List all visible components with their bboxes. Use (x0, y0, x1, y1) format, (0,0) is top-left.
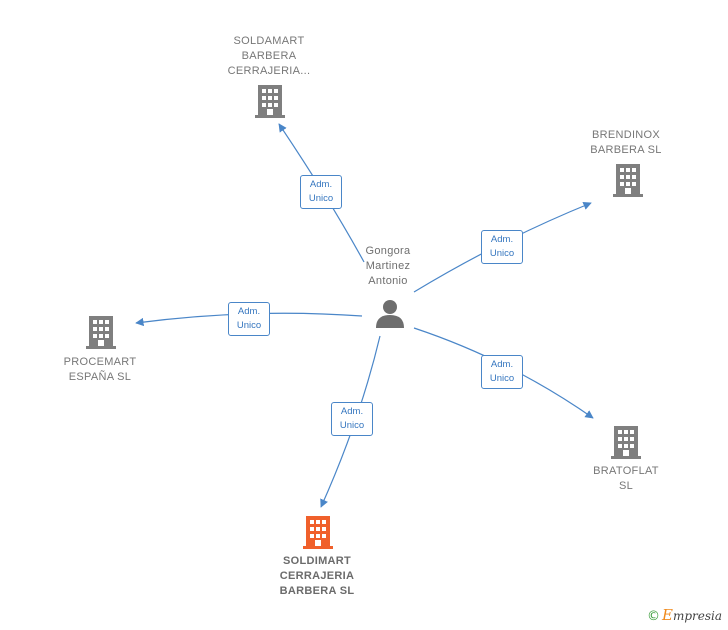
relation-badge-soldimart: Adm. Unico (331, 402, 373, 436)
company-soldamart-barbera[interactable]: SOLDAMART BARBERA CERRAJERIA... (227, 35, 311, 77)
relation-type: Unico (489, 373, 515, 384)
empresia-credit[interactable]: ©Empresia (647, 606, 722, 624)
relation-badge-bratoflat: Adm. Unico (481, 355, 523, 389)
brand-initial: E (661, 606, 673, 624)
company-soldimart[interactable]: SOLDIMART CERRAJERIA BARBERA SL (279, 555, 355, 597)
relation-role: Adm. (309, 179, 333, 190)
relation-badge-brendinox: Adm. Unico (481, 230, 523, 264)
relation-type: Unico (236, 320, 262, 331)
relation-badge-procemart: Adm. Unico (228, 302, 270, 336)
person-name[interactable]: Gongora Martinez Antonio (365, 245, 411, 287)
person-icon[interactable] (376, 300, 404, 328)
company-bratoflat[interactable]: BRATOFLAT SL (593, 465, 659, 492)
relation-role: Adm. (340, 406, 364, 417)
company-brendinox[interactable]: BRENDINOX BARBERA SL (590, 129, 662, 156)
building-icon-bratoflat[interactable] (611, 426, 641, 459)
relation-badge-soldamart-barbera: Adm. Unico (300, 175, 342, 209)
relation-type: Unico (489, 248, 515, 259)
relation-role: Adm. (490, 234, 514, 245)
company-procemart[interactable]: PROCEMART ESPAÑA SL (63, 356, 137, 383)
building-icon-brendinox[interactable] (613, 164, 643, 197)
relation-role: Adm. (237, 306, 261, 317)
relation-type: Unico (339, 420, 365, 431)
copyright-symbol: © (646, 609, 660, 624)
relation-role: Adm. (490, 359, 514, 370)
building-icon-soldamart-barbera[interactable] (255, 85, 285, 118)
building-icon-soldimart[interactable] (303, 516, 333, 549)
relation-type: Unico (308, 193, 334, 204)
brand-name: mpresia (672, 609, 722, 623)
building-icon-procemart[interactable] (86, 316, 116, 349)
